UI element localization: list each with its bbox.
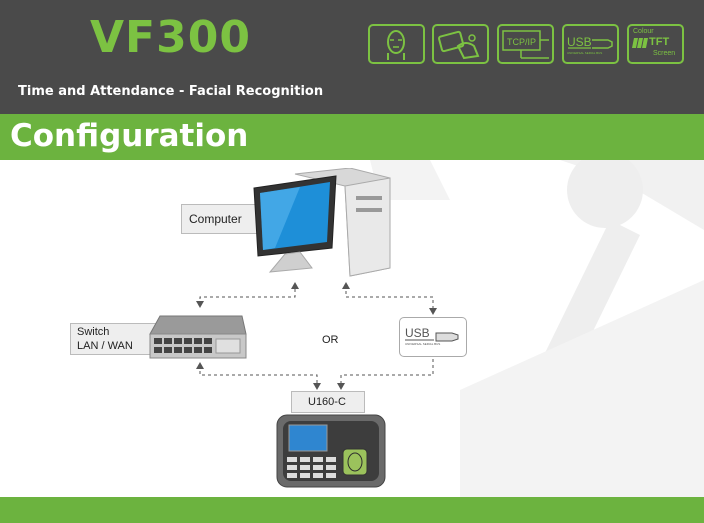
usb-sublabel: UNIVERSAL SERIAL BUS — [405, 342, 441, 346]
background-watermark — [370, 160, 704, 497]
switch-callout: Switch LAN / WAN — [70, 323, 160, 355]
footer-band — [0, 497, 704, 523]
or-label: OR — [322, 334, 339, 346]
configuration-diagram: Computer Switch LAN / WAN OR USB UN — [0, 160, 704, 497]
network-switch-illustration — [149, 315, 247, 359]
section-band: Configuration — [0, 114, 704, 160]
section-title: Configuration — [10, 118, 249, 154]
face-icon — [387, 30, 405, 60]
usb-label: USB — [405, 326, 430, 340]
feature-colour-tft-screen: Colour TFT Screen — [627, 24, 684, 64]
device-label: U160-C — [308, 396, 346, 408]
feature-tcpip: TCP/IP — [497, 24, 554, 64]
switch-label-line1: Switch — [77, 326, 110, 338]
screen-icon — [632, 38, 648, 48]
feature-face-recognition — [368, 24, 425, 64]
product-name: VF300 — [90, 12, 251, 63]
screen-line2: TFT — [649, 36, 670, 48]
computer-illustration — [253, 168, 391, 277]
computer-callout: Computer — [181, 204, 267, 234]
switch-label-line2: LAN / WAN — [77, 340, 133, 352]
network-icon — [502, 30, 549, 59]
product-subtitle: Time and Attendance - Facial Recognition — [18, 84, 324, 99]
screen-line3: Screen — [653, 50, 676, 57]
usb-icon — [568, 39, 613, 49]
usb-cable-icon — [405, 332, 459, 342]
usb-connection-box: USB UNIVERSAL SERIAL BUS — [399, 317, 467, 357]
device-callout: U160-C — [291, 391, 365, 413]
screen-line1: Colour — [633, 28, 654, 35]
terminal-device-illustration — [276, 414, 386, 488]
tcpip-label: TCP/IP — [507, 37, 537, 47]
usb-feature-label: USB — [567, 35, 592, 49]
feature-card-reader — [432, 24, 489, 64]
feature-usb: USB UNIVERSAL SERIAL BUS — [562, 24, 619, 64]
card-icon — [438, 30, 480, 60]
usb-feature-sublabel: UNIVERSAL SERIAL BUS — [567, 51, 603, 55]
computer-label: Computer — [189, 212, 242, 226]
connection-lines — [196, 282, 437, 390]
header-bar: VF300 Time and Attendance - Facial Recog… — [0, 0, 704, 114]
